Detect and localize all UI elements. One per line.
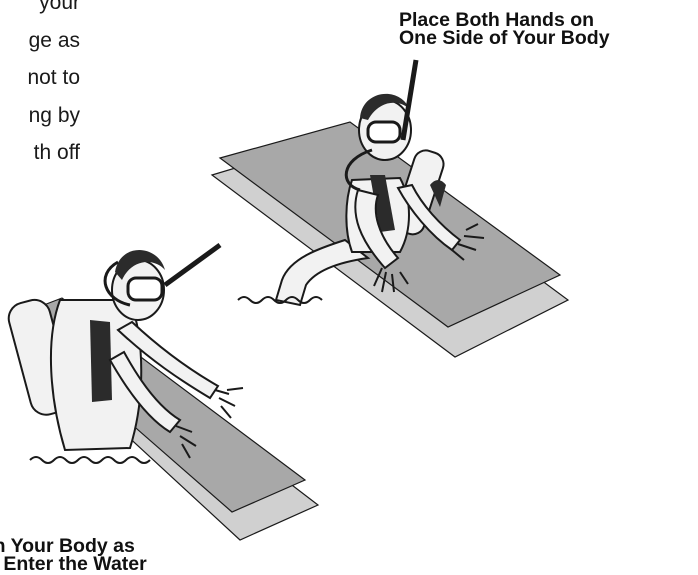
dive-mask: [368, 122, 400, 142]
caption-place-hands: Place Both Hands on One Side of Your Bod…: [399, 11, 610, 47]
diver-hand-left: [215, 388, 243, 418]
caption-line: u Enter the Water: [0, 555, 147, 573]
water-ripple: [30, 457, 150, 463]
diver-illustration-right: [212, 60, 568, 357]
harness: [90, 320, 112, 402]
snorkel: [165, 245, 220, 285]
dive-mask: [128, 278, 162, 300]
diver-illustration-left: [5, 245, 318, 540]
caption-turn-body: rn Your Body as u Enter the Water: [0, 537, 147, 573]
caption-line: One Side of Your Body: [399, 29, 610, 47]
